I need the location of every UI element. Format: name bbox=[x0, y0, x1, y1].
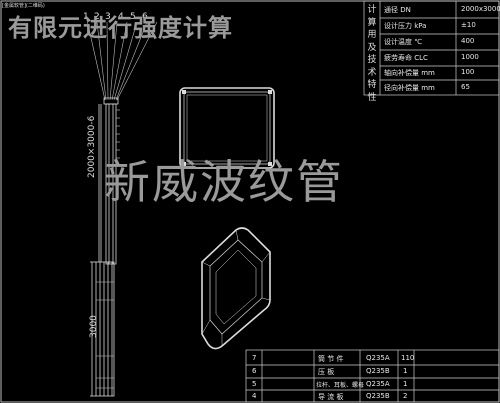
spec-name-3: 设计温度 ℃ bbox=[384, 38, 423, 46]
bom-name-6: 压 板 bbox=[318, 368, 335, 376]
front-view bbox=[98, 97, 119, 265]
spec-column-label: 计算用及技术特性 bbox=[367, 5, 377, 103]
bom-name-5: 拉杆、耳板、螺母 bbox=[316, 382, 365, 389]
side-view bbox=[90, 261, 115, 397]
overlay-title: 有限元进行强度计算 bbox=[8, 14, 233, 42]
balloon-2: 2 bbox=[94, 12, 100, 22]
top-view-bolts bbox=[182, 90, 272, 166]
spec-name-6: 径向补偿量 mm bbox=[384, 84, 435, 92]
bom-material-5: Q235A bbox=[366, 380, 390, 388]
top-view-frame bbox=[179, 87, 275, 169]
balloon-4: 4 bbox=[118, 12, 124, 22]
dimension-front-view: 2000×3000-6 bbox=[87, 115, 97, 178]
spec-name-5: 轴向补偿量 mm bbox=[384, 69, 435, 77]
balloon-1: 1 bbox=[83, 12, 89, 22]
spec-value-4: 1000 bbox=[461, 53, 479, 61]
bom-qty-7: 110 bbox=[401, 354, 415, 362]
balloon-6: 6 bbox=[142, 12, 148, 22]
bom-table-grid bbox=[245, 349, 500, 403]
spec-name-1: 通径 DN bbox=[384, 6, 411, 14]
drawing-tag: [金属软管](二维码) bbox=[2, 3, 45, 9]
balloon-5: 5 bbox=[130, 12, 136, 22]
front-view-ticks bbox=[116, 109, 120, 167]
bom-name-4: 导 流 板 bbox=[318, 393, 344, 401]
side-view-details bbox=[96, 281, 114, 389]
spec-name-4: 疲劳寿命 CLC bbox=[384, 54, 428, 62]
bom-no-5: 5 bbox=[252, 380, 257, 388]
dimension-side-view: 3000 bbox=[89, 315, 99, 338]
bom-no-6: 6 bbox=[252, 367, 257, 375]
bom-qty-5: 1 bbox=[403, 380, 408, 388]
spec-value-5: 100 bbox=[461, 68, 475, 76]
bom-material-7: Q235A bbox=[366, 354, 390, 362]
bom-material-6: Q235B bbox=[366, 367, 390, 375]
bom-name-7: 筒 节 件 bbox=[318, 355, 344, 363]
spec-value-3: 400 bbox=[461, 37, 475, 45]
balloon-leaders bbox=[86, 19, 158, 101]
bom-qty-4: 2 bbox=[403, 392, 408, 400]
balloon-3: 3 bbox=[105, 12, 111, 22]
spec-table-grid bbox=[363, 0, 500, 96]
spec-value-1: 2000x3000 bbox=[461, 5, 500, 13]
brand-watermark: 新威波纹管 bbox=[104, 155, 344, 209]
bom-material-4: Q235B bbox=[366, 392, 390, 400]
spec-value-6: 65 bbox=[461, 83, 470, 91]
spec-value-2: ±10 bbox=[461, 21, 476, 29]
bom-qty-6: 1 bbox=[403, 367, 408, 375]
bom-no-7: 7 bbox=[252, 354, 257, 362]
spec-name-2: 设计压力 kPa bbox=[384, 22, 427, 30]
isometric-view bbox=[201, 227, 271, 350]
bom-no-4: 4 bbox=[252, 392, 257, 400]
